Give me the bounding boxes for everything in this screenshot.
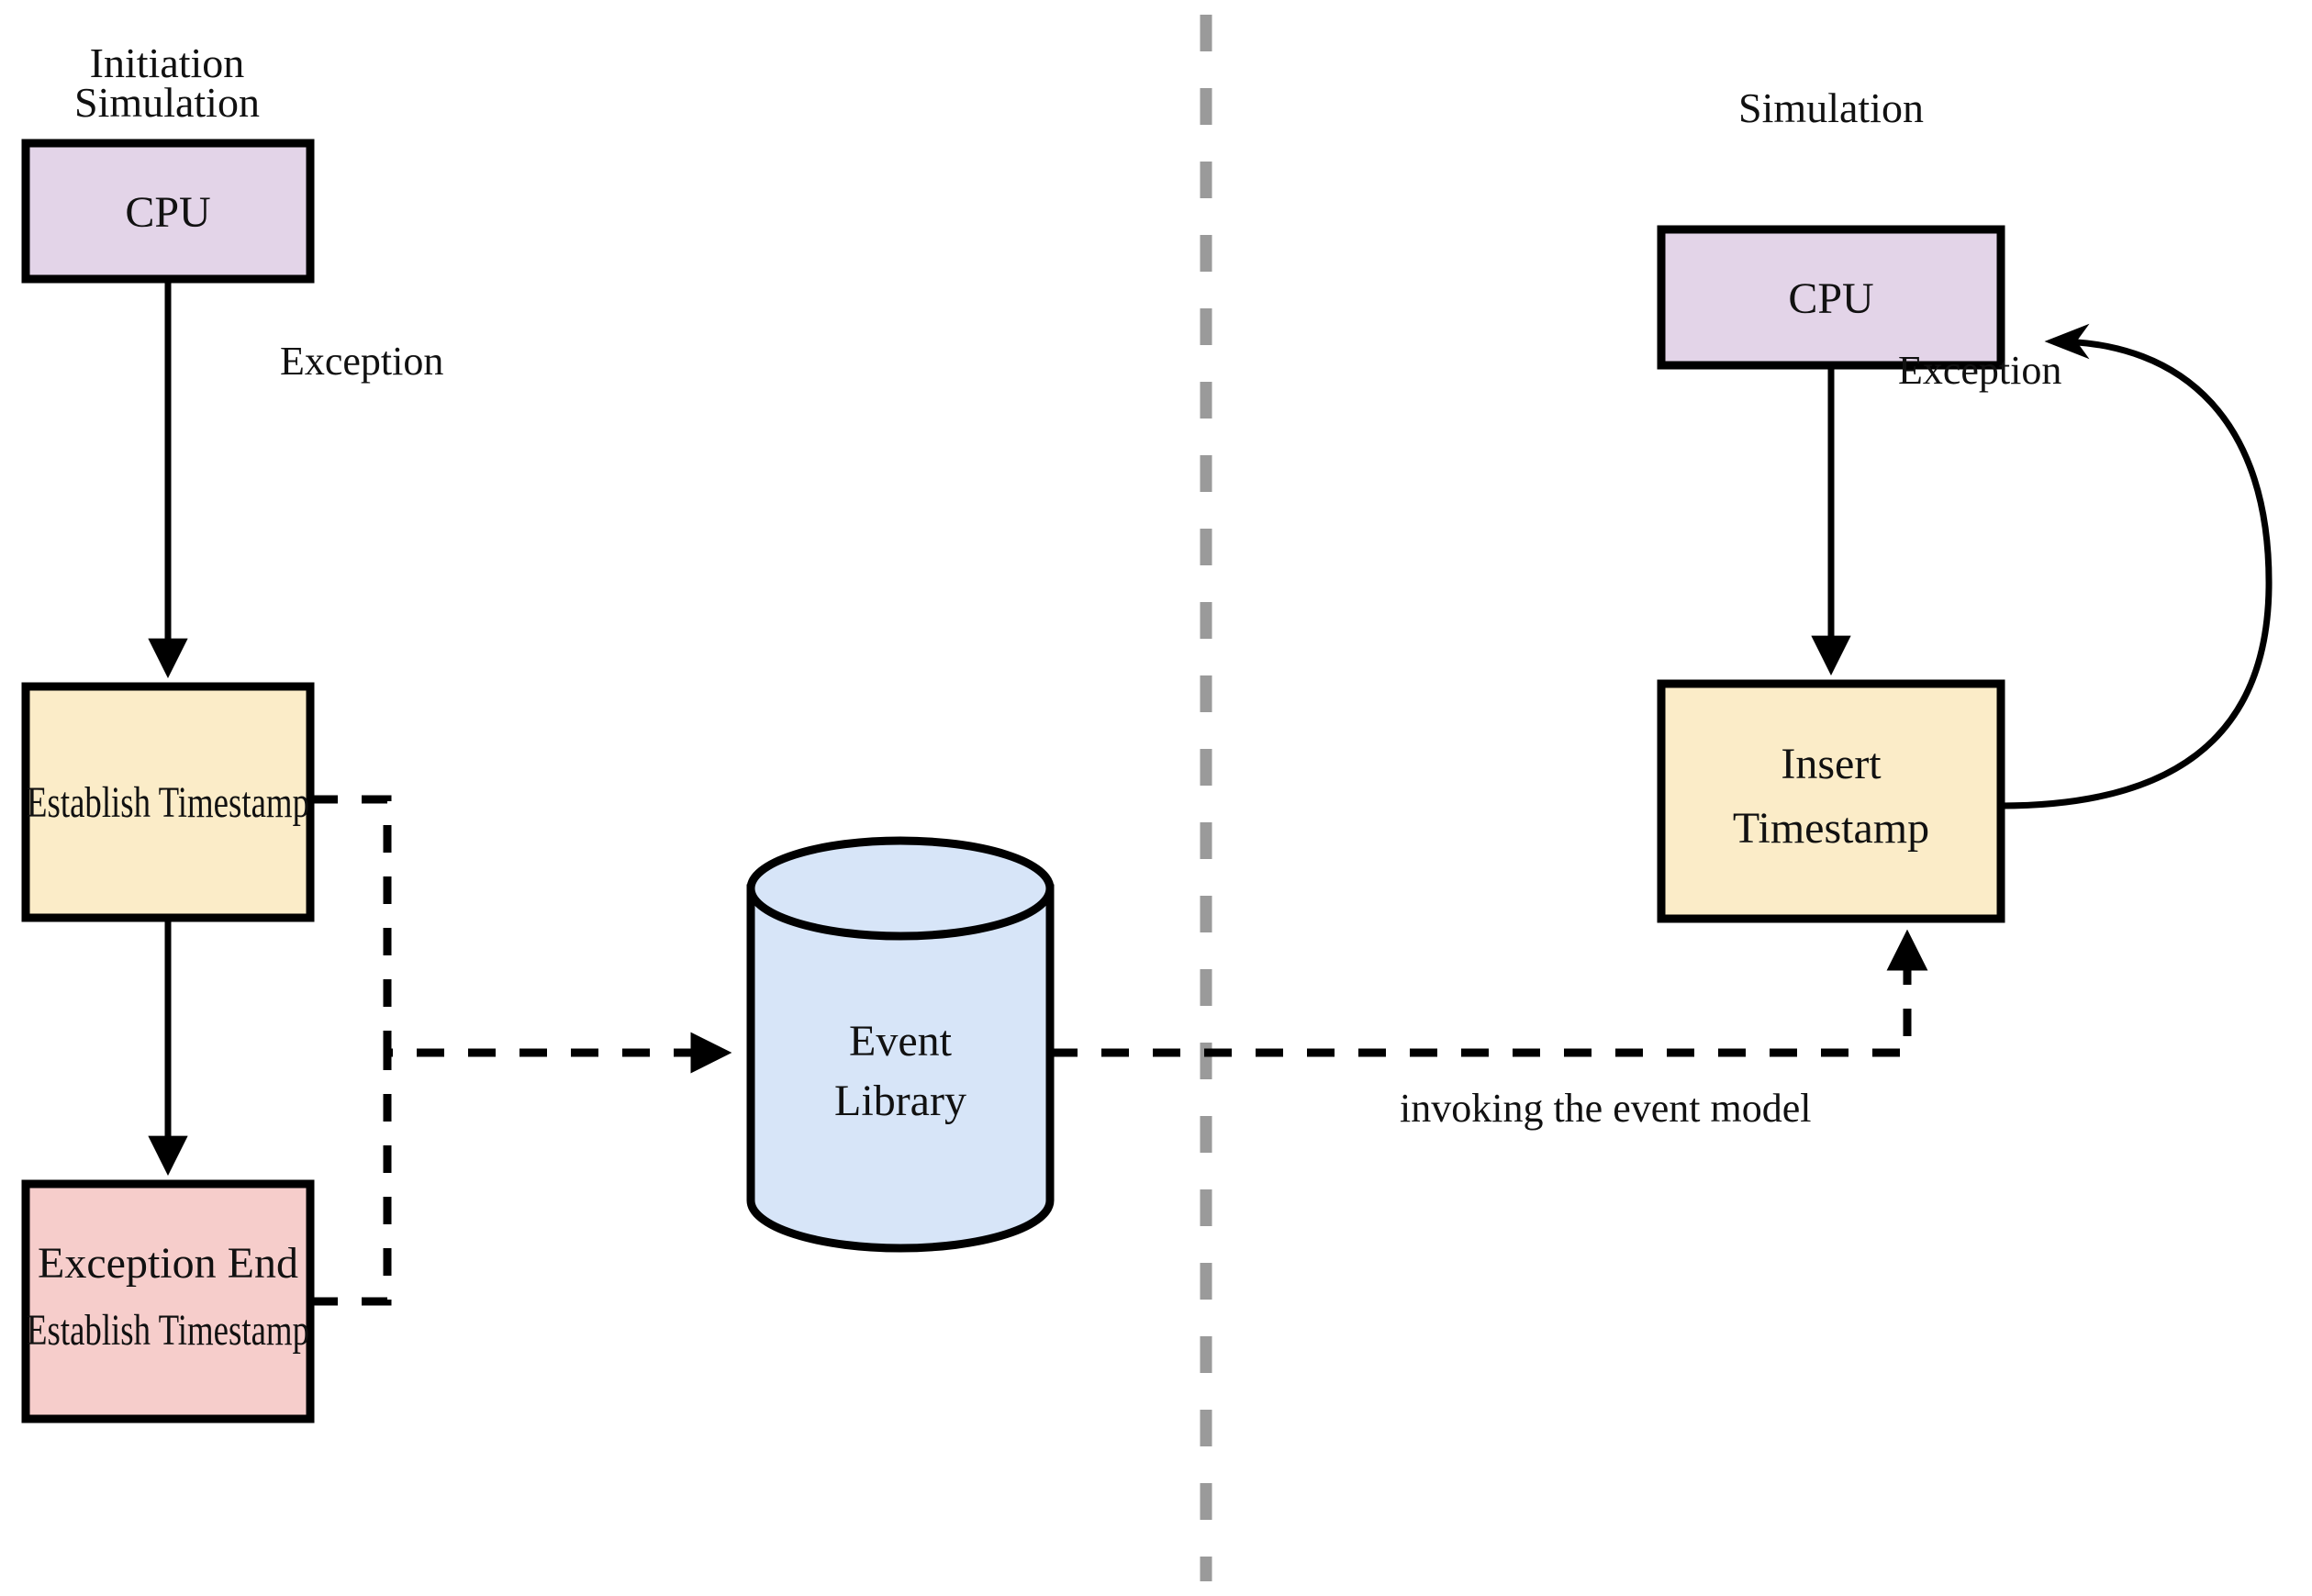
node-event-library[interactable] [746, 836, 1055, 1253]
edge-right-exception-label: Exception [1898, 348, 2061, 393]
left-lane-title-line1: Initiation [90, 39, 245, 86]
node-event-library-label-line2: Library [834, 1077, 966, 1125]
node-insert-timestamp-label-line2: Timestamp [1733, 804, 1929, 853]
node-exception-end[interactable] [21, 1179, 315, 1423]
node-insert-timestamp-label-line1: Insert [1781, 740, 1882, 788]
edge-left-exception-label: Exception [280, 339, 443, 384]
node-right-cpu[interactable] [1657, 225, 2005, 370]
left-lane-title-line2: Simulation [74, 79, 260, 126]
node-exception-end-label-line1: Exception End [38, 1239, 298, 1288]
event-library-top [746, 836, 1055, 941]
node-establish-timestamp-label: Establish Timestamp [27, 778, 309, 827]
node-right-cpu-label: CPU [1788, 274, 1873, 323]
edge-library-to-insert-timestamp [1050, 929, 1928, 1057]
node-exception-end-label-line2: Establish Timestamp [27, 1306, 309, 1355]
right-lane-title: Simulation [1738, 84, 1924, 131]
node-left-cpu[interactable] [21, 139, 315, 284]
node-event-library-label-line1: Event [849, 1017, 953, 1066]
edge-establish-to-library [310, 795, 732, 1074]
event-library-body [746, 884, 1055, 1253]
edge-exception-end-to-library [310, 1053, 392, 1306]
node-insert-timestamp[interactable] [1657, 679, 2005, 923]
node-left-cpu-label: CPU [125, 188, 210, 237]
edge-insert-to-right-cpu-feedback [2000, 323, 2273, 809]
edge-invoke-label: invoking the event model [1400, 1086, 1811, 1131]
